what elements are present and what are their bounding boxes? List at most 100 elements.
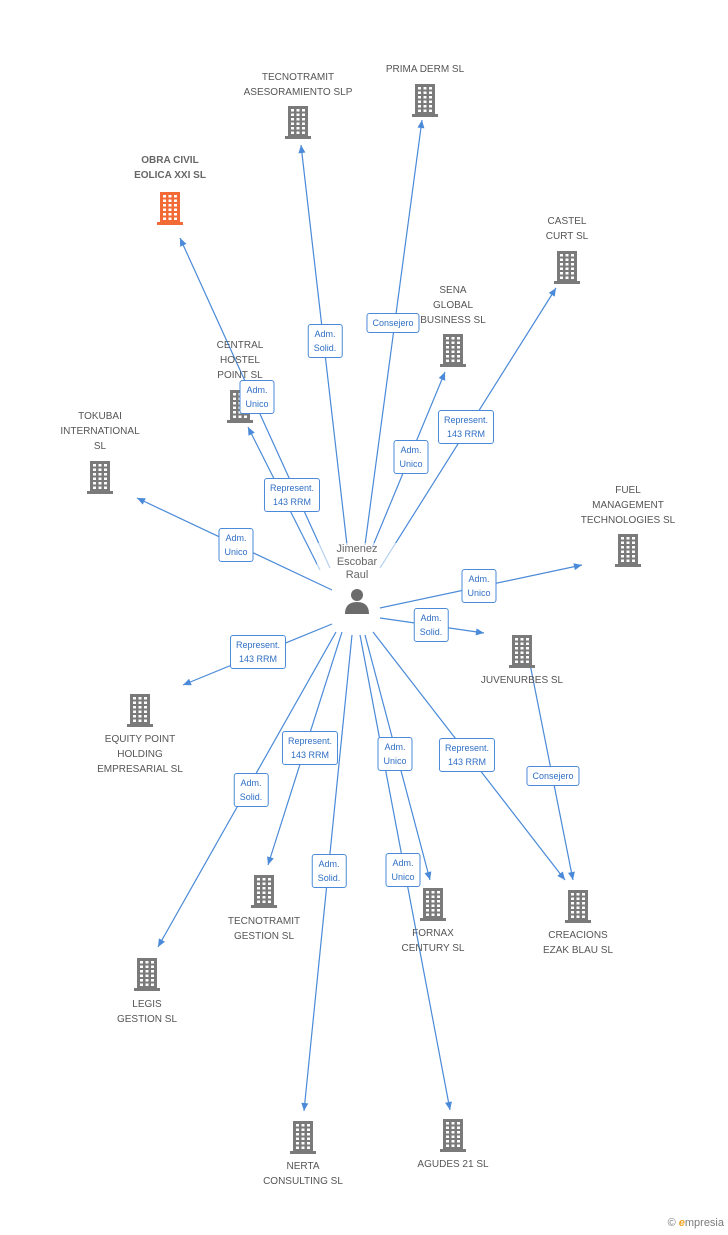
role-badge[interactable]: Adm. Unico (377, 737, 413, 771)
role-badge[interactable]: Adm. Unico (218, 528, 254, 562)
arrowhead (248, 427, 255, 436)
company-label-fornax-century: FORNAX CENTURY SL (358, 926, 508, 956)
company-node-equity-point[interactable] (65, 692, 215, 728)
arrowhead (568, 871, 575, 880)
arrowhead (267, 856, 274, 865)
company-name: FORNAX CENTURY SL (401, 928, 465, 954)
company-label-juvenurbes: JUVENURBES SL (447, 673, 597, 688)
arrowhead (183, 678, 192, 686)
company-node-tokubai[interactable]: TOKUBAI INTERNATIONAL SL (25, 409, 175, 454)
role-badge[interactable]: Consejero (366, 313, 420, 333)
building-icon (565, 890, 591, 923)
company-name: LEGIS GESTION SL (116, 999, 177, 1025)
company-name: CENTRAL HOSTEL POINT SL (216, 340, 264, 381)
company-node-central-hostel[interactable]: CENTRAL HOSTEL POINT SL (165, 338, 315, 383)
role-badge[interactable]: Represent. 143 RRM (438, 738, 496, 772)
building-icon (285, 106, 311, 139)
role-badge[interactable]: Represent. 143 RRM (229, 635, 287, 669)
building-icon (440, 1119, 466, 1152)
company-name: TECNOTRAMIT GESTION SL (227, 916, 301, 942)
company-label-equity-point: EQUITY POINT HOLDING EMPRESARIAL SL (65, 732, 215, 777)
company-name: TECNOTRAMIT ASESORAMIENTO SLP (243, 72, 353, 98)
arrowhead (573, 563, 582, 571)
company-node-nerta-consulting[interactable] (228, 1119, 378, 1155)
company-name: CASTEL CURT SL (545, 216, 589, 242)
company-node-agudes-21[interactable] (378, 1117, 528, 1153)
person-name: Jimenez Escobar Raul (317, 543, 397, 582)
company-node-tecnotramit-gestion[interactable] (189, 873, 339, 909)
role-badge[interactable]: Adm. Unico (385, 853, 421, 887)
company-name: CREACIONS EZAK BLAU SL (542, 930, 614, 956)
arrowhead (548, 288, 556, 297)
company-icon-tokubai[interactable] (25, 459, 175, 495)
building-icon (134, 958, 160, 991)
company-node-fuel-management[interactable]: FUEL MANAGEMENT TECHNOLOGIES SL (553, 483, 703, 528)
role-badge[interactable]: Represent. 143 RRM (263, 478, 321, 512)
company-label-nerta-consulting: NERTA CONSULTING SL (228, 1159, 378, 1189)
role-badge[interactable]: Adm. Solid. (311, 854, 347, 888)
company-node-castel-curt[interactable]: CASTEL CURT SL (492, 214, 642, 244)
building-icon (440, 334, 466, 367)
company-name: TOKUBAI INTERNATIONAL SL (60, 411, 140, 452)
arrowhead (417, 120, 425, 129)
company-node-sena-global[interactable]: SENA GLOBAL BUSINESS SL (378, 283, 528, 328)
company-icon-sena-global[interactable] (378, 332, 528, 368)
role-badge[interactable]: Adm. Unico (239, 380, 275, 414)
company-node-legis-gestion[interactable] (72, 956, 222, 992)
arrowhead (301, 1102, 309, 1111)
building-icon (87, 461, 113, 494)
role-badge[interactable]: Represent. 143 RRM (281, 731, 339, 765)
company-label-legis-gestion: LEGIS GESTION SL (72, 997, 222, 1027)
brand-initial: e (678, 1217, 685, 1229)
arrowhead (137, 498, 146, 505)
arrowhead (475, 628, 484, 636)
building-icon (554, 251, 580, 284)
company-name: OBRA CIVIL EOLICA XXI SL (134, 155, 206, 181)
role-badge[interactable]: Adm. Unico (393, 440, 429, 474)
company-icon-castel-curt[interactable] (492, 249, 642, 285)
building-icon (509, 635, 535, 668)
company-name: NERTA CONSULTING SL (263, 1161, 343, 1187)
building-icon (127, 694, 153, 727)
building-icon (251, 875, 277, 908)
company-node-fornax-century[interactable] (358, 886, 508, 922)
arrowhead (158, 938, 165, 947)
company-icon-obra-civil-eolica[interactable] (95, 190, 245, 226)
person-icon (345, 589, 369, 614)
company-icon-prima-derm[interactable] (350, 82, 500, 118)
arrowhead (298, 145, 306, 154)
role-badge[interactable]: Adm. Solid. (413, 608, 449, 642)
company-node-juvenurbes[interactable] (447, 633, 597, 669)
role-badge[interactable]: Adm. Unico (461, 569, 497, 603)
company-node-obra-civil-eolica[interactable]: OBRA CIVIL EOLICA XXI SL (95, 153, 245, 183)
person-node[interactable]: Jimenez Escobar Raul (317, 543, 397, 616)
company-label-tecnotramit-gestion: TECNOTRAMIT GESTION SL (189, 914, 339, 944)
arrowhead (557, 871, 565, 880)
building-icon (412, 84, 438, 117)
company-icon-fuel-management[interactable] (553, 532, 703, 568)
role-badge[interactable]: Adm. Solid. (307, 324, 343, 358)
role-badge[interactable]: Consejero (526, 766, 580, 786)
company-name: JUVENURBES SL (480, 675, 564, 686)
brand-name: mpresia (684, 1217, 724, 1229)
company-node-creacions-ezak[interactable] (503, 888, 653, 924)
role-badge[interactable]: Represent. 143 RRM (437, 410, 495, 444)
company-name: SENA GLOBAL BUSINESS SL (420, 285, 486, 326)
building-icon (290, 1121, 316, 1154)
empresia-watermark: © empresia (668, 1217, 724, 1229)
company-icon-tecnotramit-asesoramiento[interactable] (223, 104, 373, 140)
building-icon (615, 534, 641, 567)
company-name: PRIMA DERM SL (385, 64, 465, 75)
role-badge[interactable]: Adm. Solid. (233, 773, 269, 807)
company-name: AGUDES 21 SL (417, 1159, 489, 1170)
copyright-symbol: © (667, 1217, 676, 1229)
arrowhead (180, 238, 187, 247)
company-label-creacions-ezak: CREACIONS EZAK BLAU SL (503, 928, 653, 958)
company-node-tecnotramit-asesoramiento[interactable]: TECNOTRAMIT ASESORAMIENTO SLP (223, 70, 373, 100)
arrowhead (445, 1101, 452, 1110)
company-node-prima-derm[interactable]: PRIMA DERM SL (350, 62, 500, 77)
company-name: EQUITY POINT HOLDING EMPRESARIAL SL (97, 734, 183, 775)
company-name: FUEL MANAGEMENT TECHNOLOGIES SL (580, 485, 676, 526)
